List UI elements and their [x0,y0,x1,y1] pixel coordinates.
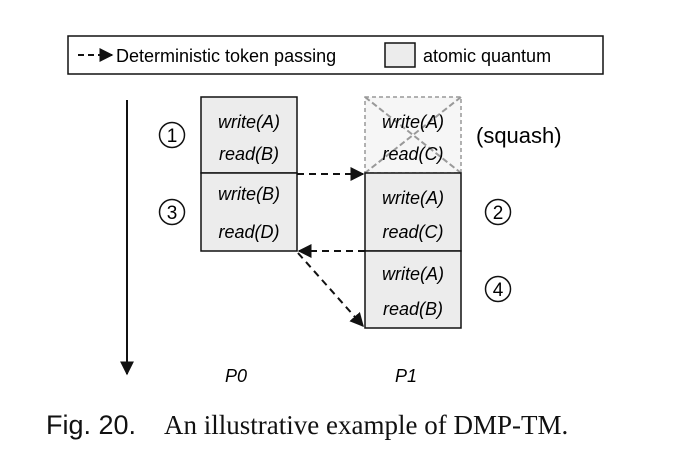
quantum-p0-1-line1: write(A) [218,112,280,132]
quantum-p1-2-line1: write(A) [382,264,444,284]
step-marker-1: 1 [158,121,186,149]
quantum-p1-squashed-line1: write(A) [382,112,444,132]
figure-number: Fig. 20. [46,410,137,440]
squash-cross-line [364,96,462,174]
quantum-p0-1-line2: read(B) [219,144,279,164]
legend: Deterministic token passing atomic quant… [67,35,604,75]
quantum-p1-2: write(A) read(B) [364,250,462,329]
squash-cross-icon [364,96,462,174]
step-marker-1-label: 1 [167,126,178,147]
processor-label-p0: P0 [225,366,247,386]
legend-quantum-swatch-icon [384,42,416,68]
quantum-p1-1-line2: read(C) [382,222,443,242]
token-arrow-p0-to-p1-second [297,252,364,328]
quantum-p1-1-line1: write(A) [382,188,444,208]
step-marker-2: 2 [484,198,512,226]
quantum-p1-squashed: write(A) read(C) [364,96,462,174]
step-marker-4-label: 4 [493,280,504,301]
quantum-p1-1: write(A) read(C) [364,172,462,252]
step-marker-4: 4 [484,275,512,303]
step-marker-3: 3 [158,198,186,226]
quantum-p1-2-line2: read(B) [383,299,443,319]
quantum-p0-2: write(B) read(D) [200,172,298,252]
quantum-p0-2-line1: write(B) [218,184,280,204]
step-marker-3-label: 3 [167,203,178,224]
squash-label: (squash) [476,123,562,148]
processor-label-p1: P1 [395,366,417,386]
quantum-p0-1: write(A) read(B) [200,96,298,174]
legend-quantum-label: atomic quantum [423,46,551,66]
dmp-tm-diagram: Deterministic token passing atomic quant… [67,35,604,386]
quantum-p1-squashed-line2: read(C) [382,144,443,164]
legend-frame [67,35,604,75]
quantum-p0-2-line2: read(D) [218,222,279,242]
caption-text: An illustrative example of DMP-TM. [164,410,569,440]
step-marker-2-label: 2 [493,203,504,224]
figure-caption: Fig. 20. An illustrative example of DMP-T… [46,410,568,441]
legend-token-passing-label: Deterministic token passing [116,46,336,66]
